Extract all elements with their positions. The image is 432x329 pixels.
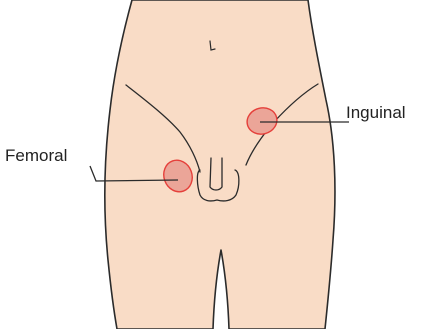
inguinal-label: Inguinal [346, 103, 406, 122]
femoral-label: Femoral [5, 146, 67, 165]
body-silhouette [105, 0, 335, 329]
